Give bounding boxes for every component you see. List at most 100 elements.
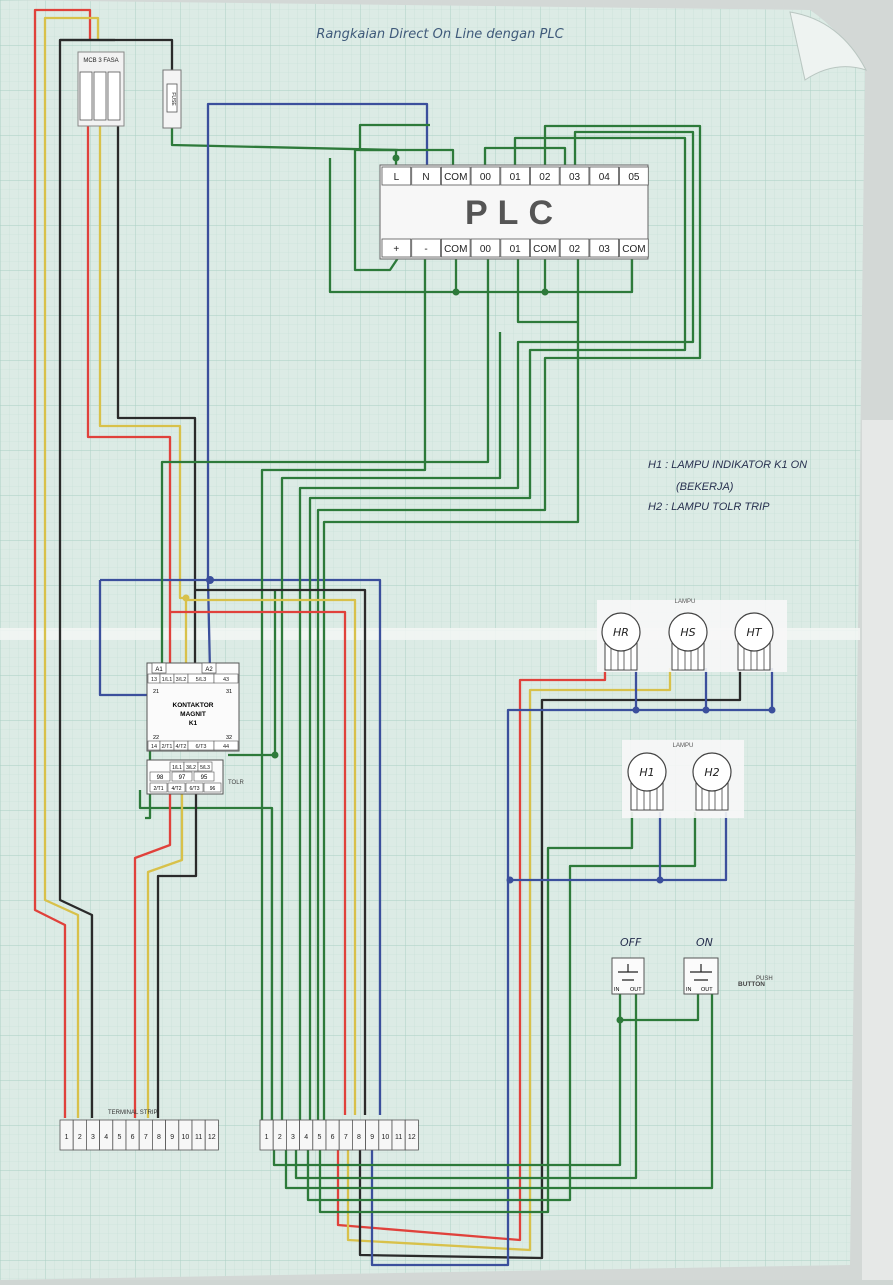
terminal-right-cell — [404, 1119, 419, 1151]
terminal-right-number: 9 — [370, 1134, 374, 1141]
tolr-terminal: 5/L3 — [200, 765, 210, 771]
wire-btn-on — [284, 992, 714, 1190]
plc-bottom-terminal-label: 00 — [480, 244, 492, 255]
terminal-right-number: 8 — [357, 1134, 361, 1141]
wire-red-bus-r — [170, 610, 347, 1115]
plc-top-terminal-label: 05 — [628, 172, 640, 183]
wire-black-bus-r — [195, 588, 367, 1115]
wire-btn-link — [618, 992, 700, 1022]
terminal-strip-label: TERMINAL STRIP — [108, 1110, 157, 1116]
tolr-terminal: 1/L1 — [172, 765, 182, 771]
on-button[interactable]: IN OUT — [683, 957, 719, 995]
lamp-label: HT — [747, 626, 763, 639]
lamp-hr: HR — [601, 612, 641, 671]
wire-black-bus — [60, 38, 174, 78]
wire-h2 — [306, 812, 697, 1202]
wire-in-01 — [516, 258, 580, 324]
wire-out-00 — [483, 146, 567, 168]
contactor-title3: K1 — [189, 720, 198, 727]
plc-bottom-terminal-label: - — [424, 244, 427, 255]
contactor-terminal: 43 — [223, 677, 229, 683]
terminal-right-number: 5 — [317, 1134, 321, 1141]
plc-bottom-terminal-box — [619, 238, 649, 258]
wire-red-l1 — [33, 8, 92, 1118]
plc-bottom-terminal-box — [500, 238, 530, 258]
wire-yellow-bus-r — [186, 598, 357, 1115]
terminal-left-number: 12 — [208, 1134, 216, 1141]
wire-out-03 — [298, 130, 695, 1120]
terminal-right-number: 1 — [265, 1134, 269, 1141]
lamp-group-indicator: LAMPU H1 H2 — [622, 740, 744, 818]
plc-top-terminal-label: 03 — [569, 172, 581, 183]
off-in-label: IN — [614, 987, 620, 993]
mcb-label: MCB 3 FASA — [83, 58, 118, 64]
wire-tolr-96 — [138, 790, 274, 1120]
terminal-left-number: 7 — [144, 1134, 148, 1141]
tolr-terminal: 96 — [210, 786, 216, 792]
terminal-right-number: 11 — [395, 1134, 402, 1141]
on-label: ON — [696, 936, 713, 949]
plc-bottom-terminal-box — [589, 238, 620, 258]
plc-bottom-terminal-label: 01 — [510, 244, 522, 255]
wire-in-minus — [260, 258, 427, 1120]
tolr-terminal: 2/T1 — [153, 786, 163, 792]
wire-lamp-hs — [346, 668, 672, 1252]
wire-plc-com-loop — [353, 148, 399, 272]
plc-bottom-terminal-box — [411, 238, 441, 258]
plc-bottom-terminal-label: 03 — [599, 244, 611, 255]
plc-top-terminal-label: L — [394, 172, 400, 183]
terminal-left-number: 4 — [104, 1134, 108, 1141]
plc-top-terminal-box — [440, 166, 471, 186]
contactor-a1: A1 — [155, 667, 163, 673]
terminal-left-cell — [204, 1119, 219, 1151]
plc-bottom-terminal-label: + — [393, 244, 399, 255]
lamp-h2: H2 — [692, 752, 732, 811]
terminal-right-number: 2 — [278, 1134, 282, 1141]
button-caption: BUTTON — [738, 981, 765, 988]
diagram-title: Rangkaian Direct On Line dengan PLC — [316, 27, 564, 42]
wire-yellow-l2 — [43, 16, 100, 1118]
wire-in-03 — [280, 332, 502, 1120]
tolr-terminal: 98 — [157, 775, 164, 781]
lamp-group2-caption: LAMPU — [673, 743, 694, 749]
plc-top-terminal-box — [470, 166, 501, 186]
terminal-left-number: 11 — [195, 1134, 202, 1141]
note-h2: H2 : LAMPU TOLR TRIP — [648, 501, 770, 513]
lamp-label: H2 — [704, 766, 719, 779]
off-button[interactable]: IN OUT — [611, 957, 645, 995]
lamp-ht: HT — [734, 612, 774, 671]
terminal-left-number: 10 — [182, 1134, 190, 1141]
contactor-terminal: 5/L3 — [196, 677, 207, 683]
wire-blue-left — [98, 580, 147, 697]
wire-yellow-to-k1 — [98, 120, 188, 672]
contactor-31: 31 — [226, 689, 232, 695]
plc-bottom-terminal-box — [530, 238, 560, 258]
plc-top-terminal-box — [500, 166, 530, 186]
wire-black-to-k1 — [116, 120, 197, 672]
off-label: OFF — [620, 936, 642, 949]
lamp-group1-caption: LAMPU — [675, 599, 696, 605]
plc-top-terminal-label: 02 — [539, 172, 551, 183]
tolr-terminal: 4/T2 — [171, 786, 181, 792]
lamp-label: HS — [680, 626, 695, 639]
wire-tolr-u — [133, 790, 172, 1118]
terminal-right-number: 7 — [344, 1134, 348, 1141]
wire-out-02 — [316, 124, 702, 1120]
lamp-h1: H1 — [627, 752, 667, 811]
plc-bottom-terminal-label: 02 — [569, 244, 581, 255]
note-h1-cont: (BEKERJA) — [676, 481, 734, 493]
floor-tile — [862, 420, 893, 1280]
tolr-label: TOLR — [228, 780, 245, 786]
plc-top-terminal-box — [411, 166, 441, 186]
terminal-left-number: 3 — [91, 1134, 95, 1141]
tolr-terminal: 97 — [179, 775, 186, 781]
junction-dots — [271, 154, 624, 1024]
lamp-hs: HS — [668, 612, 708, 671]
terminal-right-number: 4 — [304, 1134, 308, 1141]
junction-dots-blue — [206, 576, 776, 884]
